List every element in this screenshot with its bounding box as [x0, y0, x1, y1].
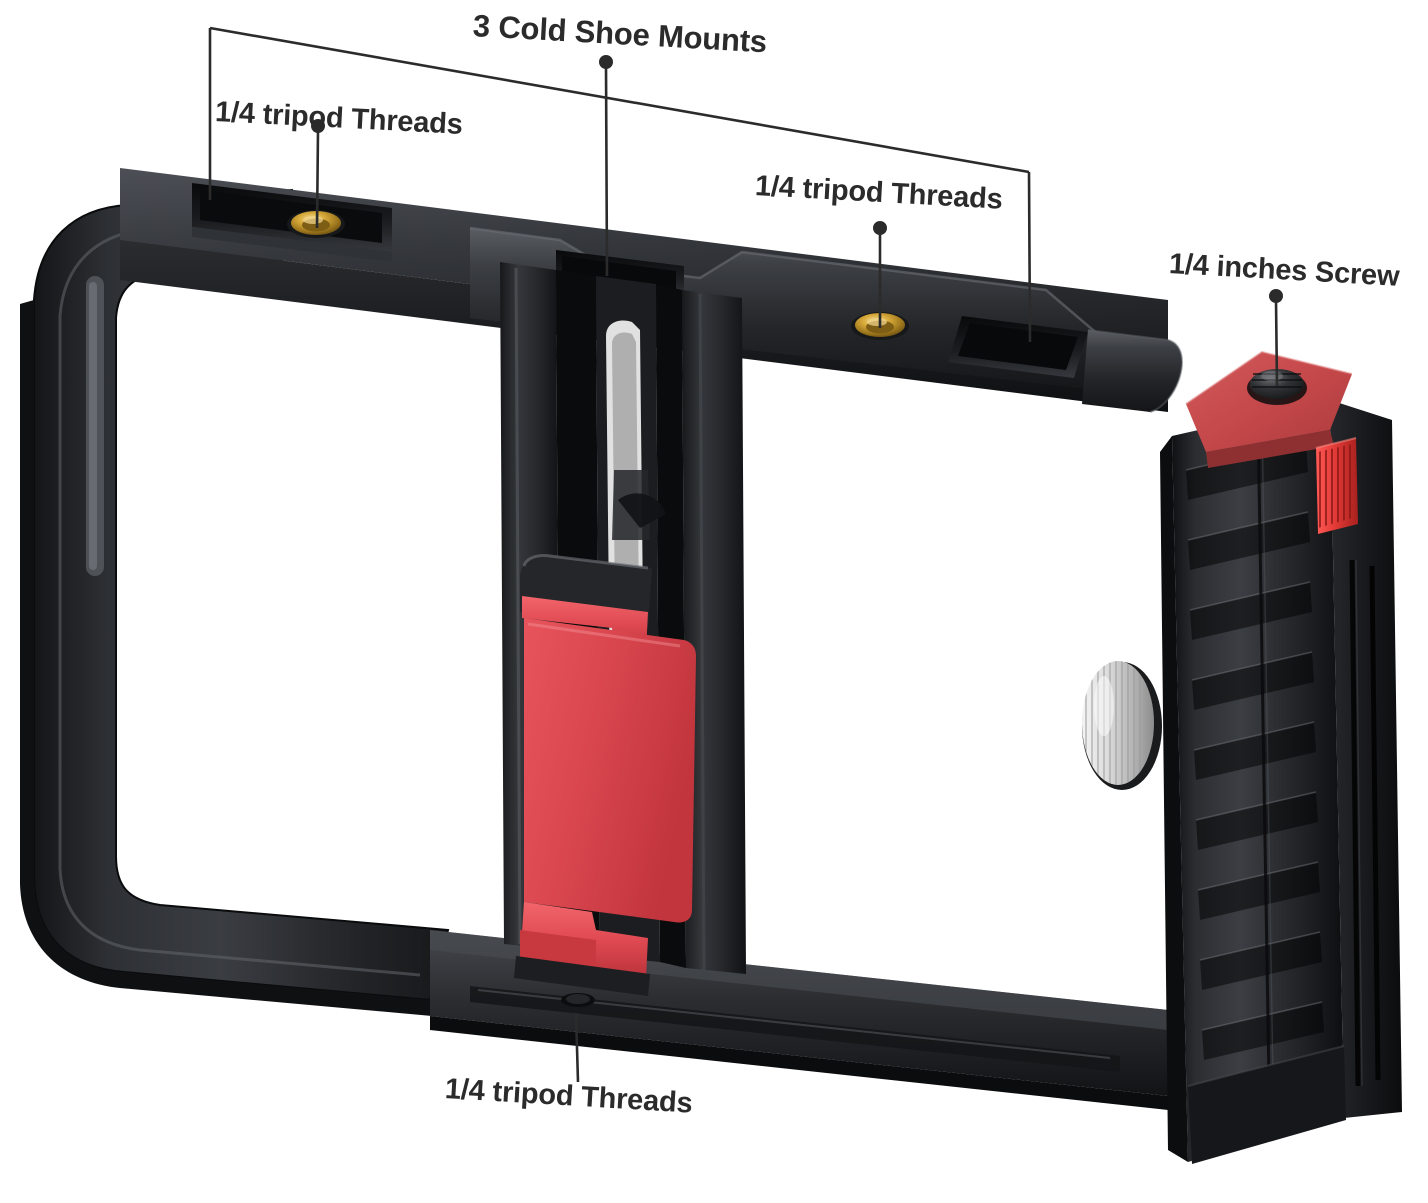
cold-shoe-pointer	[599, 55, 613, 277]
handle-thumbwheel	[1315, 437, 1358, 534]
thread-pointer-bottom	[574, 1012, 580, 1083]
cold-shoe-mount-right	[948, 316, 1088, 378]
handle-locking-knob	[1082, 661, 1162, 790]
handle-grip-ribs	[1185, 419, 1324, 1141]
leader-lines	[208, 26, 1283, 1083]
cold-shoe-bracket	[208, 26, 1032, 343]
tripod-thread-socket-bottom	[561, 993, 595, 1007]
screw-pointer	[1269, 289, 1283, 387]
side-handle	[1082, 350, 1402, 1164]
thread-pointer-left	[311, 119, 325, 229]
left-frame-arm	[20, 188, 450, 1016]
thread-pointer-right	[873, 221, 887, 328]
handle-side-grooves	[1349, 559, 1381, 1087]
phone-clamp	[514, 554, 696, 996]
